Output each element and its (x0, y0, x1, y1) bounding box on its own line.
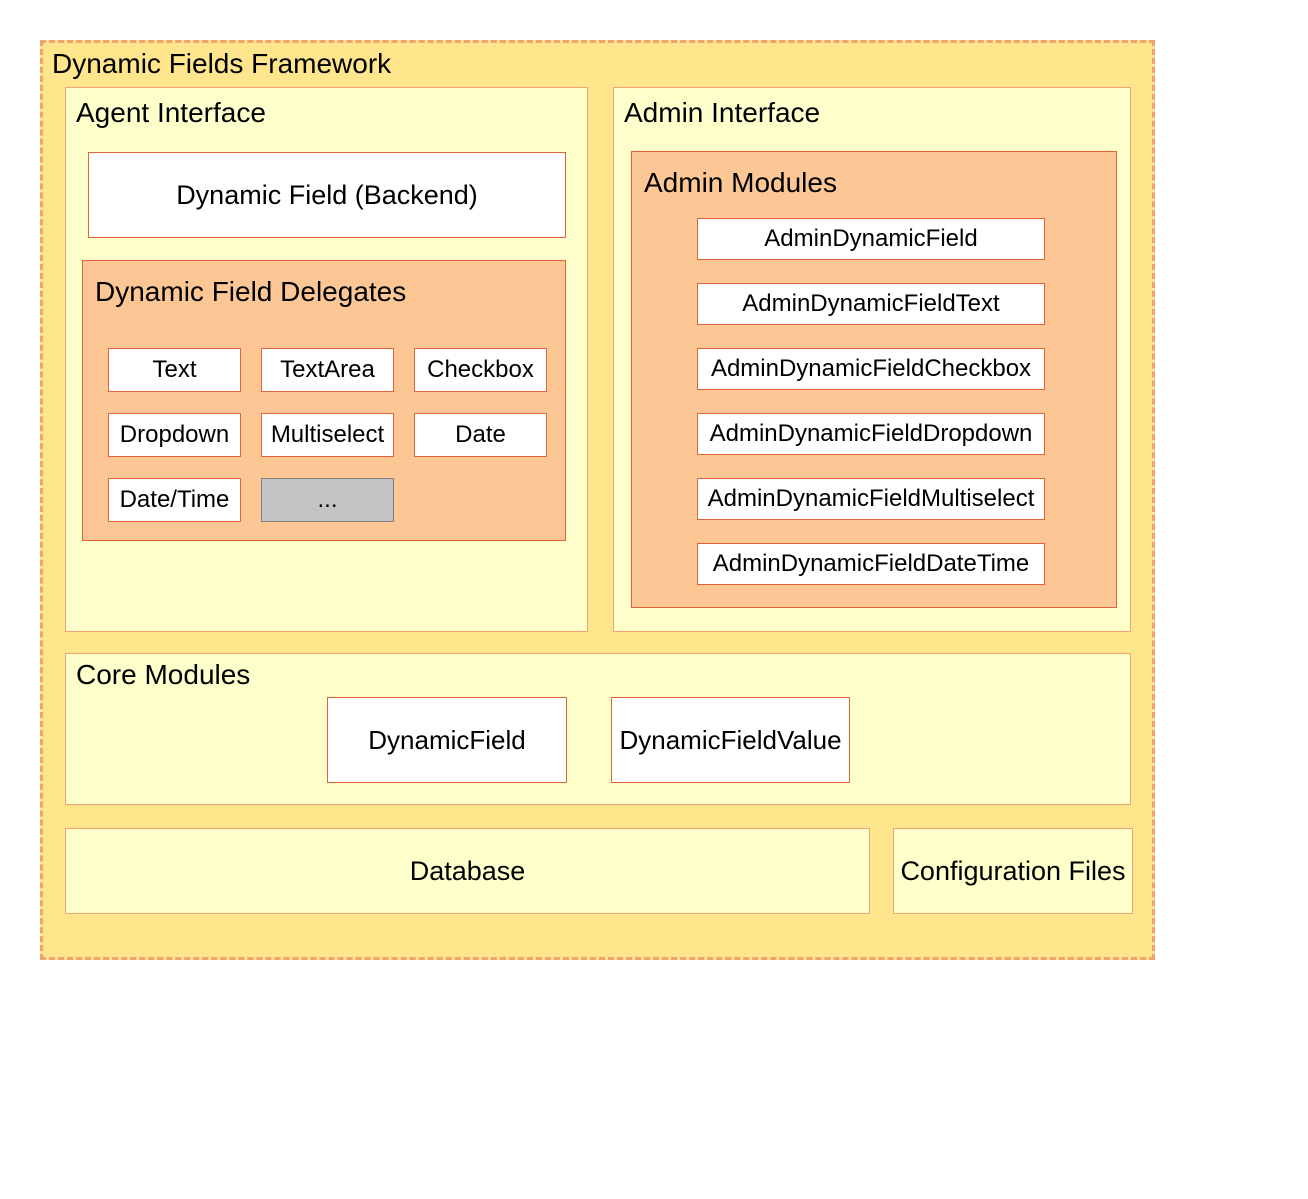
admin-modules-title: Admin Modules (644, 167, 837, 198)
delegate-item-text: Text (108, 348, 241, 392)
delegate-item-dropdown: Dropdown (108, 413, 241, 457)
delegate-item-checkbox: Checkbox (414, 348, 547, 392)
configuration-files-label: Configuration Files (900, 855, 1126, 886)
diagram-title: Dynamic Fields Framework (52, 48, 392, 79)
dynamic-field-delegates-title: Dynamic Field Delegates (95, 276, 407, 307)
database-section: Database (65, 828, 870, 914)
admin-interface-title: Admin Interface (624, 97, 821, 128)
admin-module-admindynamicfielddatetime: AdminDynamicFieldDateTime (697, 543, 1045, 585)
admin-interface-section: Admin Interface Admin Modules AdminDynam… (613, 87, 1131, 632)
admin-module-admindynamicfieldmultiselect: AdminDynamicFieldMultiselect (697, 478, 1045, 520)
delegate-item-ellipsis: ... (261, 478, 394, 522)
admin-module-admindynamicfieldtext: AdminDynamicFieldText (697, 283, 1045, 325)
delegate-item-datetime: Date/Time (108, 478, 241, 522)
admin-module-admindynamicfielddropdown: AdminDynamicFieldDropdown (697, 413, 1045, 455)
delegates-grid: Text TextArea Checkbox Dropdown Multisel… (108, 348, 547, 522)
delegate-item-textarea: TextArea (261, 348, 394, 392)
agent-interface-title: Agent Interface (76, 97, 266, 128)
dynamic-field-delegates-box: Dynamic Field Delegates Text TextArea Ch… (82, 260, 566, 541)
admin-modules-box: Admin Modules AdminDynamicField AdminDyn… (631, 151, 1117, 608)
configuration-files-section: Configuration Files (893, 828, 1133, 914)
dynamic-fields-framework-container: Dynamic Fields Framework Agent Interface… (40, 40, 1155, 960)
core-module-dynamicfield: DynamicField (327, 697, 567, 783)
dynamic-field-backend-box: Dynamic Field (Backend) (88, 152, 566, 238)
agent-interface-section: Agent Interface Dynamic Field (Backend) … (65, 87, 588, 632)
core-module-dynamicfieldvalue: DynamicFieldValue (611, 697, 850, 783)
core-modules-title: Core Modules (76, 659, 251, 690)
delegate-item-date: Date (414, 413, 547, 457)
admin-module-admindynamicfield: AdminDynamicField (697, 218, 1045, 260)
database-label: Database (409, 855, 526, 886)
admin-modules-list: AdminDynamicField AdminDynamicFieldText … (697, 218, 1045, 585)
delegate-item-multiselect: Multiselect (261, 413, 394, 457)
admin-module-admindynamicfieldcheckbox: AdminDynamicFieldCheckbox (697, 348, 1045, 390)
core-modules-section: Core Modules DynamicField DynamicFieldVa… (65, 653, 1131, 805)
